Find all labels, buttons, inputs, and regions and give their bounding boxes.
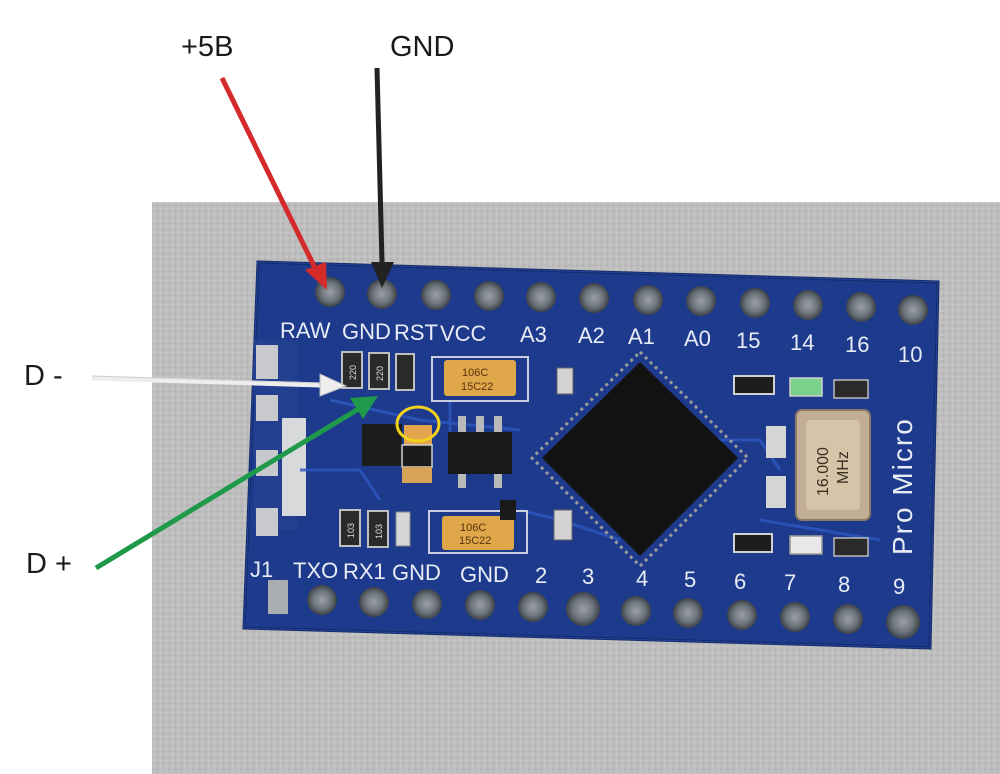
capacitor-top: 106C 15C22 xyxy=(431,356,529,402)
arrow-d-plus xyxy=(94,396,378,571)
callout-d-minus: D - xyxy=(24,360,63,392)
arrow-gnd xyxy=(371,67,394,288)
pin-label-14: 14 xyxy=(790,330,814,355)
pin-label-6: 6 xyxy=(734,569,746,594)
pin-label-a0: A0 xyxy=(684,326,711,351)
pin-label-3: 3 xyxy=(582,564,594,589)
pin-label-16: 16 xyxy=(845,332,869,357)
pin-label-10: 10 xyxy=(898,342,922,367)
highlight-circle xyxy=(395,405,441,443)
callout-d-plus: D + xyxy=(26,548,72,580)
resistor-label-2: 220 xyxy=(375,366,385,381)
pin-label-raw: RAW xyxy=(280,318,331,343)
callout-plus-5v: +5B xyxy=(181,31,234,63)
pin-label-txo: TXO xyxy=(293,558,338,583)
capacitor-bottom: 106C 15C22 xyxy=(428,510,528,554)
pin-label-a1: A1 xyxy=(628,324,655,349)
arrow-5v xyxy=(219,76,327,290)
pin-label-gnd-1: GND xyxy=(392,560,441,585)
pin-label-gnd-2: GND xyxy=(460,562,509,587)
arrow-d-minus xyxy=(91,373,348,397)
capacitor-bottom-line2: 15C22 xyxy=(459,535,491,547)
crystal-oscillator: 16.000 MHz xyxy=(795,409,871,521)
resistor-label-1: 220 xyxy=(348,365,358,380)
callout-gnd: GND xyxy=(390,31,455,63)
capacitor-top-line2: 15C22 xyxy=(461,381,493,393)
capacitor-top-line1: 106C xyxy=(462,367,488,379)
resistor-label-4: 103 xyxy=(374,524,384,539)
crystal-unit: MHz xyxy=(835,451,852,484)
pro-micro-board: RAW GND RST VCC A3 A2 A1 A0 15 14 16 10 … xyxy=(242,260,940,650)
pin-label-rst: RST xyxy=(394,320,438,345)
resistor-label-3: 103 xyxy=(346,523,356,538)
pin-label-j1: J1 xyxy=(250,557,273,582)
crystal-freq: 16.000 xyxy=(815,447,832,496)
microcontroller-chip xyxy=(529,349,751,569)
pin-label-9: 9 xyxy=(893,574,905,599)
resistor-group-top: 220 220 xyxy=(341,351,415,391)
pin-label-7: 7 xyxy=(784,570,796,595)
capacitor-bottom-line1: 106C xyxy=(460,522,486,534)
pin-label-5: 5 xyxy=(684,567,696,592)
pin-label-a2: A2 xyxy=(578,323,605,348)
pin-label-4: 4 xyxy=(636,566,648,591)
pin-label-2: 2 xyxy=(535,563,547,588)
pin-label-8: 8 xyxy=(838,572,850,597)
pin-label-15: 15 xyxy=(736,328,760,353)
bottom-pin-pads xyxy=(307,585,920,639)
pin-label-gnd: GND xyxy=(342,319,391,344)
regulator-chip xyxy=(448,416,512,488)
board-name: Pro Micro xyxy=(887,417,918,555)
top-pin-labels: RAW GND RST VCC A3 A2 A1 A0 15 14 16 10 xyxy=(280,318,922,367)
bottom-pin-labels: J1 TXO RX1 GND GND 2 3 4 5 6 7 8 9 xyxy=(250,557,905,599)
pin-label-a3: A3 xyxy=(520,322,547,347)
pin-label-vcc: VCC xyxy=(440,321,487,346)
pin-label-rx1: RX1 xyxy=(343,559,386,584)
resistor-group-bottom: 103 103 xyxy=(339,509,411,548)
